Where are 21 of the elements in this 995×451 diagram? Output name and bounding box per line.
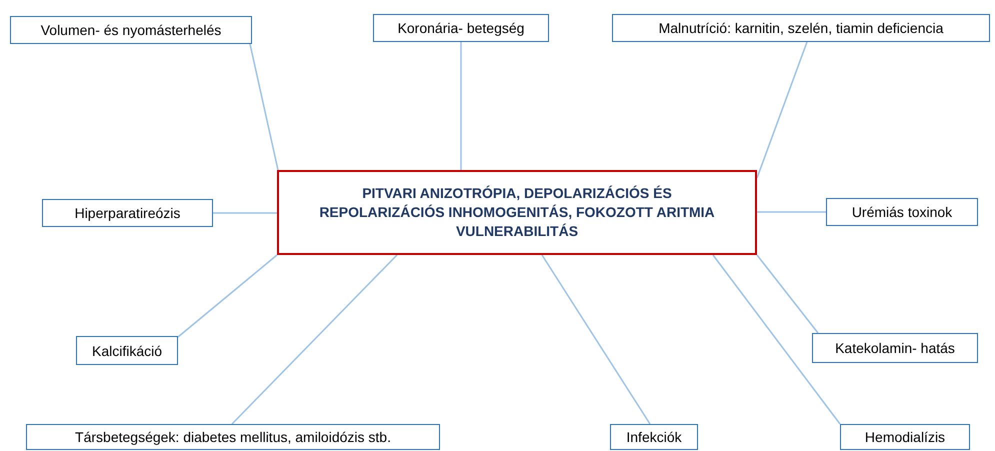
- factor-box: Urémiás toxinok: [826, 198, 978, 226]
- factor-box: Társbetegségek: diabetes mellitus, amiloidózis stb.: [26, 424, 440, 450]
- factor-box: Volumen- és nyomásterhelés: [10, 16, 252, 44]
- factor-box: Koronária- betegség: [373, 14, 549, 42]
- connector-line: [756, 42, 808, 178]
- factor-box: Hemodialízis: [840, 424, 970, 450]
- connector-line: [541, 254, 651, 424]
- factor-box: Infekciók: [610, 424, 698, 450]
- connector-line: [249, 44, 279, 170]
- connector-line: [213, 212, 277, 214]
- connector-line: [231, 254, 398, 425]
- factor-box: Kalcifikáció: [76, 336, 178, 365]
- connector-line: [757, 211, 826, 213]
- factor-box: Katekolamin- hatás: [812, 333, 978, 363]
- factor-box: Hiperparatireózis: [42, 199, 213, 227]
- central-box: PITVARI ANIZOTRÓPIA, DEPOLARIZÁCIÓS ÉS REPOLARIZÁCIÓS INHOMOGENITÁS, FOKOZOTT ARITMIA VULNERABILITÁS: [277, 170, 757, 255]
- connector-line: [756, 254, 819, 334]
- connector-line: [460, 42, 462, 170]
- factor-box: Malnutríció: karnitin, szelén, tiamin deficiencia: [612, 14, 990, 42]
- connector-line: [712, 254, 841, 424]
- connector-line: [178, 254, 278, 338]
